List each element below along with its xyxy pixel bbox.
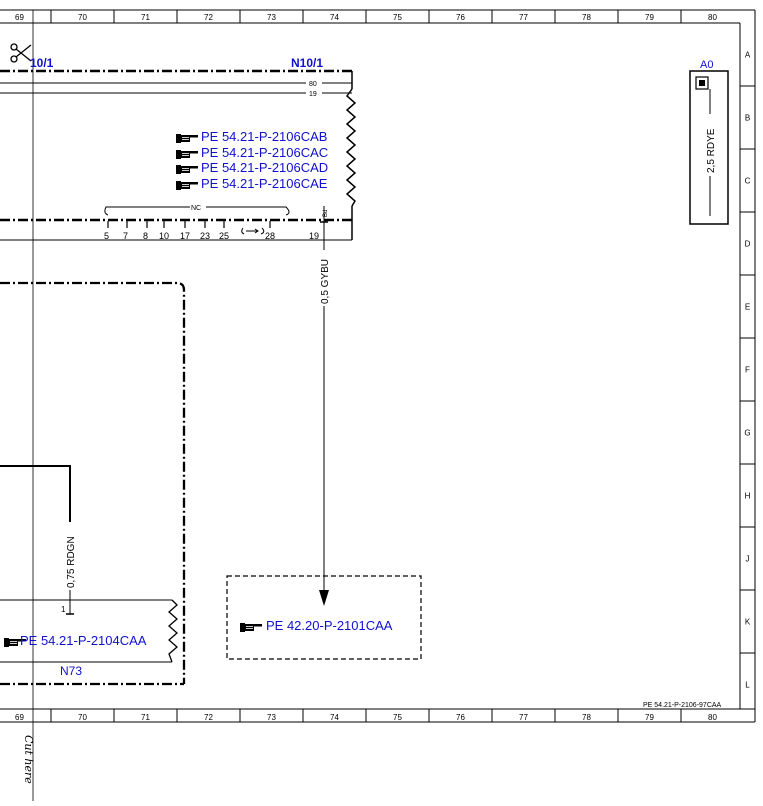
- connector-label-n10-1: N10/1: [291, 56, 323, 70]
- grid-column-label: 76: [456, 13, 465, 22]
- grid-column-label: 77: [519, 713, 528, 722]
- row-labels: A B C D E F G H J K L: [740, 51, 755, 690]
- reference-link-box[interactable]: PE 42.20-P-2101CAA: [266, 618, 393, 633]
- grid-column-label: 71: [141, 13, 150, 22]
- bolt-label: Bd: [323, 210, 329, 217]
- nc-label: NC: [191, 205, 201, 212]
- pin-label-1: 1: [61, 605, 66, 614]
- grid-row-label: G: [744, 429, 750, 438]
- hand-pointer-icon: [240, 623, 262, 632]
- grid-row-label: F: [745, 366, 750, 375]
- grid-row-label: D: [745, 240, 751, 249]
- pin-label-19-top: 19: [309, 91, 317, 98]
- grid-column-label: 77: [519, 13, 528, 22]
- grid-column-label: 70: [78, 713, 87, 722]
- pin-label-19: 19: [309, 231, 319, 241]
- wire-label-gybu: 0,5 GYBU: [320, 259, 331, 304]
- reference-link[interactable]: PE 54.21-P-2106CAD: [201, 160, 328, 175]
- grid-column-label: 69: [15, 713, 24, 722]
- wire-gybu: [319, 240, 329, 606]
- grid-row-label: A: [745, 51, 751, 60]
- scissors-icon: [10, 43, 32, 63]
- hand-pointer-icon: [4, 638, 26, 647]
- grid-column-label: 75: [393, 13, 402, 22]
- grid-column-label: 73: [267, 13, 276, 22]
- grid-row-label: E: [745, 303, 750, 312]
- n10-1-connector: [0, 69, 357, 241]
- connector-label-n73: N73: [60, 664, 82, 678]
- hand-pointer-icon: [176, 165, 198, 174]
- pin-label: 5: [104, 231, 109, 241]
- grid-row-label: B: [745, 114, 750, 123]
- grid-column-label: 72: [204, 13, 213, 22]
- hand-pointer-icon: [176, 150, 198, 159]
- wire-label-rdye: 2,5 RDYE: [706, 128, 717, 173]
- reference-link-n73[interactable]: PE 54.21-P-2104CAA: [20, 633, 147, 648]
- grid-column-label: 78: [582, 713, 591, 722]
- grid-column-label: 76: [456, 713, 465, 722]
- a0-component: [689, 70, 729, 225]
- grid-row-label: K: [745, 618, 751, 627]
- grid-row-label: C: [745, 177, 751, 186]
- grid-row-label: L: [745, 681, 750, 690]
- reference-box: [226, 575, 422, 660]
- grid-column-label: 75: [393, 713, 402, 722]
- column-labels-top: 69 70 71 72 73 74 75 76 77 78 79 80: [15, 10, 717, 23]
- pin-label: 8: [143, 231, 148, 241]
- grid-column-label: 80: [708, 13, 717, 22]
- grid-column-label: 79: [645, 713, 654, 722]
- grid-row-label: H: [745, 492, 751, 501]
- grid-column-label: 72: [204, 713, 213, 722]
- hand-pointer-icon: [176, 134, 198, 143]
- grid-column-label: 78: [582, 13, 591, 22]
- pin-label: 28: [265, 231, 275, 241]
- pin-label-80: 80: [309, 81, 317, 88]
- page-reference: PE 54.21-P-2106-97CAA: [643, 702, 722, 709]
- hand-pointer-icon: [176, 181, 198, 190]
- reference-link[interactable]: PE 54.21-P-2106CAC: [201, 145, 328, 160]
- n73-connector: [0, 281, 186, 686]
- pin-label: 23: [200, 231, 210, 241]
- connector-label-a0: A0: [700, 59, 713, 71]
- pin-label: 10: [159, 231, 169, 241]
- reference-link[interactable]: PE 54.21-P-2106CAE: [201, 176, 328, 191]
- grid-column-label: 70: [78, 13, 87, 22]
- grid-column-label: 71: [141, 713, 150, 722]
- pin-label: 25: [219, 231, 229, 241]
- grid-column-label: 79: [645, 13, 654, 22]
- pin-label: 7: [123, 231, 128, 241]
- grid-column-label: 73: [267, 713, 276, 722]
- grid-row-label: J: [746, 555, 750, 564]
- reference-link[interactable]: PE 54.21-P-2106CAB: [201, 129, 327, 144]
- connector-label-n10-1-left: 10/1: [30, 56, 54, 70]
- grid-column-label: 74: [330, 713, 339, 722]
- grid-column-label: 74: [330, 13, 339, 22]
- reference-hand-icons: [4, 134, 262, 647]
- cut-here-label: Cut here: [22, 735, 35, 784]
- wire-label-rdgn: 0,75 RDGN: [66, 536, 77, 588]
- grid-column-label: 80: [708, 713, 717, 722]
- pin-label: 17: [180, 231, 190, 241]
- grid-column-label: 69: [15, 13, 24, 22]
- column-labels-bottom: 69 70 71 72 73 74 75 76 77 78 79 80: [15, 709, 717, 722]
